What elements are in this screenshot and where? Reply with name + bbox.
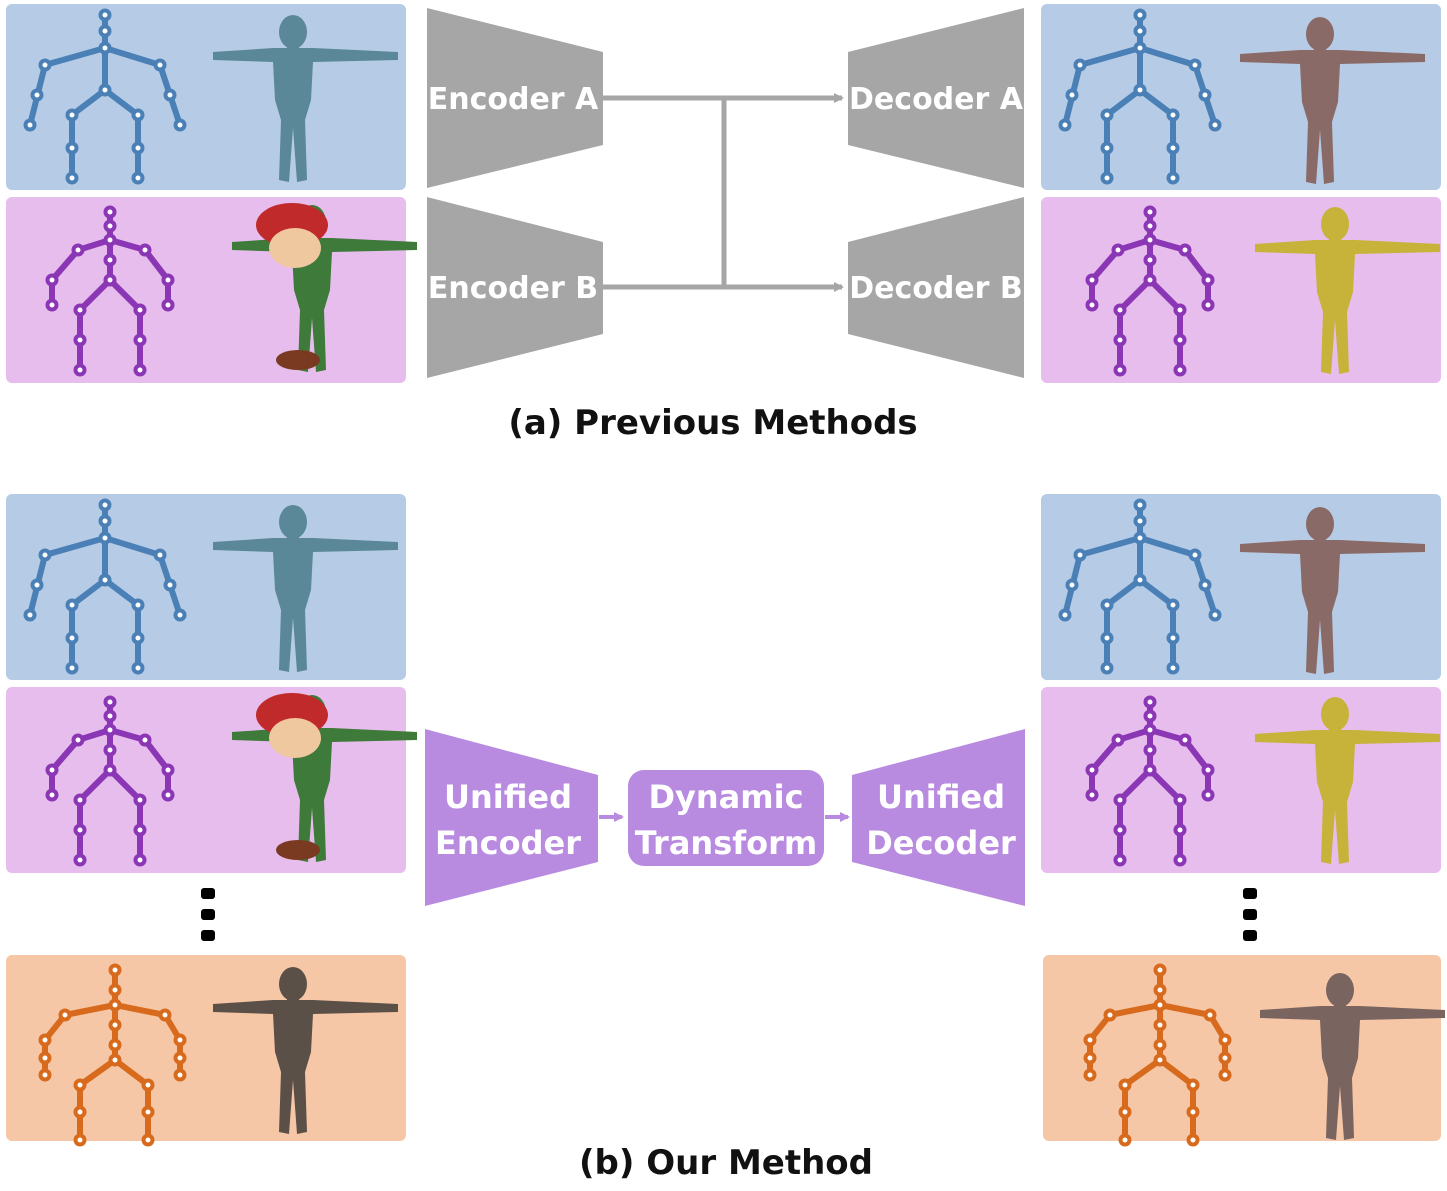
decoder-b-label: Decoder B xyxy=(849,271,1023,306)
dynamic-transform-block xyxy=(628,770,824,866)
panel-b-right-purple xyxy=(1041,687,1441,873)
panel-a-left-blue xyxy=(6,4,406,190)
decoder-a-block xyxy=(848,8,1024,188)
panel-b-left-purple xyxy=(6,687,406,873)
decoder-b-block xyxy=(848,197,1024,378)
encoder-b-block xyxy=(427,197,603,378)
vertical-ellipsis-icon xyxy=(201,888,215,941)
unified-decoder-block xyxy=(852,729,1025,906)
dynamic-transform-label-line1: Dynamic xyxy=(648,778,803,816)
caption-previous-methods: (a) Previous Methods xyxy=(508,403,917,443)
vertical-ellipsis-icon xyxy=(1243,888,1257,941)
panel-a-left-purple xyxy=(6,197,406,383)
character-figure-boy xyxy=(232,203,417,372)
connector-lines-a xyxy=(603,93,844,292)
panel-b-left-blue xyxy=(6,494,406,680)
unified-decoder-label-line2: Decoder xyxy=(866,824,1016,862)
caption-our-method: (b) Our Method xyxy=(579,1143,873,1183)
panel-b-left-orange xyxy=(6,955,406,1141)
panel-a-right-blue xyxy=(1041,4,1441,190)
panel-b-right-blue xyxy=(1041,494,1441,680)
unified-encoder-label-line1: Unified xyxy=(444,778,572,816)
unified-decoder-label-line1: Unified xyxy=(877,778,1005,816)
panel-b-right-orange xyxy=(1043,955,1441,1141)
unified-encoder-block xyxy=(425,729,598,906)
encoder-b-label: Encoder B xyxy=(428,271,598,306)
decoder-a-label: Decoder A xyxy=(849,82,1024,117)
dynamic-transform-label-line2: Transform xyxy=(635,824,818,862)
unified-encoder-label-line2: Encoder xyxy=(435,824,581,862)
character-figure-boy xyxy=(232,693,417,862)
encoder-a-block xyxy=(427,8,603,188)
panel-a-right-purple xyxy=(1041,197,1441,383)
encoder-a-label: Encoder A xyxy=(428,82,599,117)
